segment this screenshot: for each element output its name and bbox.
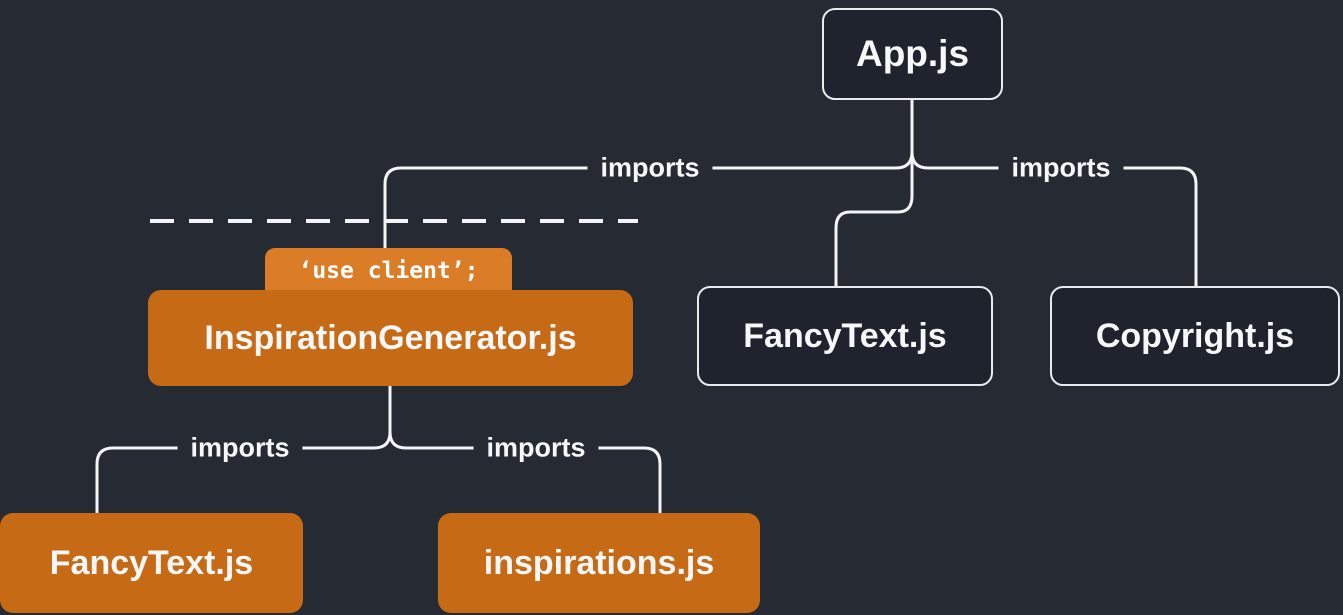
use-client-directive-badge: ‘use client’; xyxy=(265,248,512,294)
node-copyright: Copyright.js xyxy=(1050,286,1340,386)
edge-label-imports-generator: imports xyxy=(587,150,713,186)
node-fancytext-client: FancyText.js xyxy=(0,513,303,613)
node-copyright-label: Copyright.js xyxy=(1095,316,1295,355)
edge-label-imports-fancytext-client: imports xyxy=(177,430,303,466)
edge-app-to-copyright xyxy=(910,98,1198,288)
node-inspirations: inspirations.js xyxy=(438,513,760,613)
edge-label-imports-copyright: imports xyxy=(998,150,1124,186)
node-app-label: App.js xyxy=(855,33,970,74)
node-inspirations-label: inspirations.js xyxy=(483,543,715,582)
node-fancytext-client-label: FancyText.js xyxy=(49,543,254,582)
edge-label-imports-inspirations: imports xyxy=(473,430,599,466)
node-inspiration-generator-label: InspirationGenerator.js xyxy=(204,318,577,357)
edge-app-to-fancytext xyxy=(834,98,914,288)
node-app: App.js xyxy=(822,8,1003,100)
use-client-directive-text: ‘use client’; xyxy=(298,258,479,284)
node-fancytext-server-label: FancyText.js xyxy=(743,316,947,355)
node-fancytext-server: FancyText.js xyxy=(697,286,993,386)
node-inspiration-generator: InspirationGenerator.js xyxy=(148,290,633,386)
